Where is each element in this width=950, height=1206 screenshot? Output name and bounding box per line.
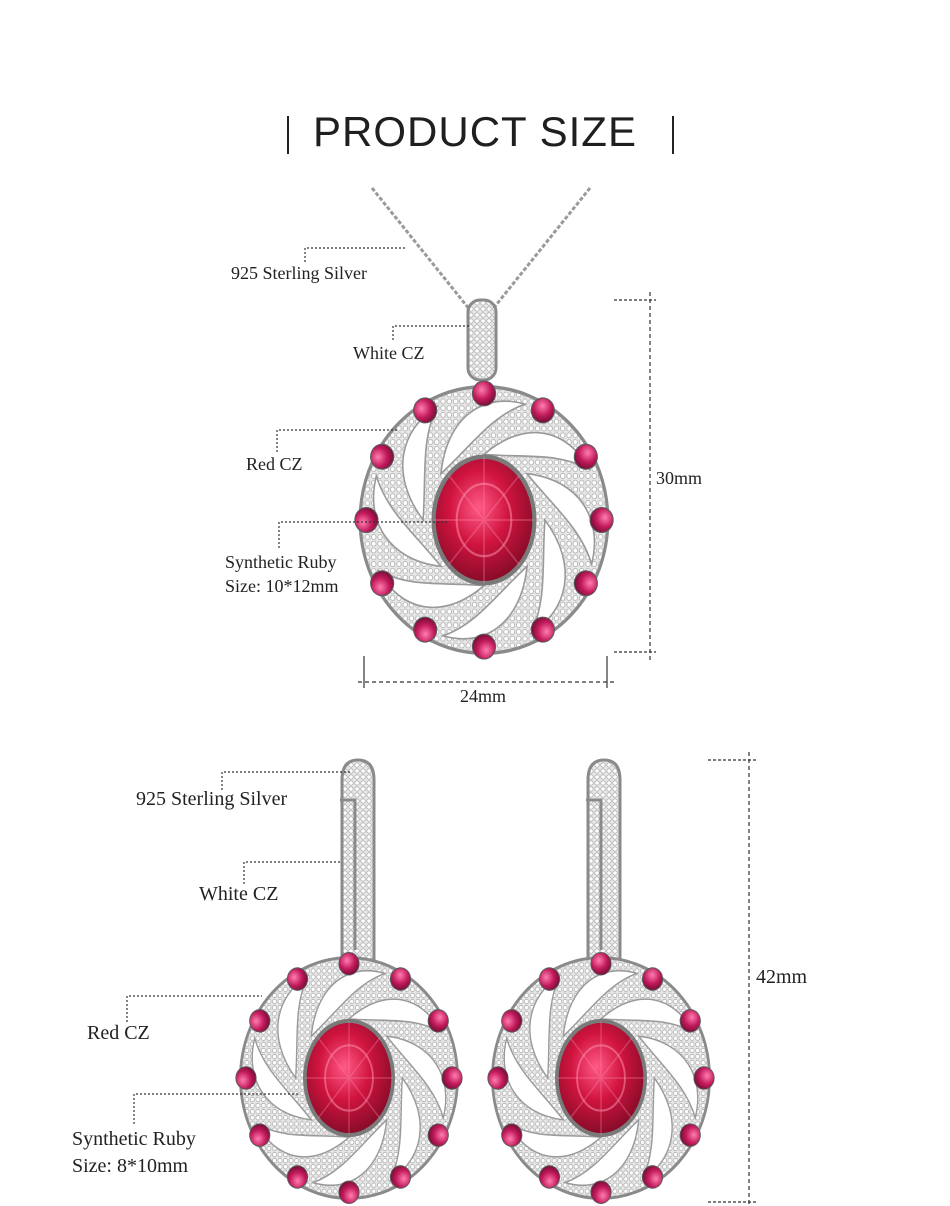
earring-red-cz-label: Red CZ — [87, 1022, 150, 1044]
earring-ruby-size: Size: 8*10mm — [72, 1155, 189, 1177]
pendant-red-cz-label: Red CZ — [246, 454, 303, 474]
pendant-width-label: 24mm — [460, 686, 507, 706]
earring-ruby-label: Synthetic Ruby Size: 8*10mm — [72, 1126, 196, 1180]
earring-ruby-name: Synthetic Ruby — [72, 1128, 196, 1150]
pendant-ruby-name: Synthetic Ruby — [225, 552, 337, 572]
pendant-silver-label: 925 Sterling Silver — [231, 263, 367, 283]
pendant-ruby-size: Size: 10*12mm — [225, 576, 339, 597]
page-title: PRODUCT SIZE — [313, 108, 637, 155]
earring-silver-label: 925 Sterling Silver — [136, 788, 288, 810]
title-left-bar — [287, 116, 289, 154]
pendant-white-cz-label: White CZ — [353, 343, 425, 363]
earring-white-cz-label: White CZ — [199, 883, 279, 905]
pendant-height-label: 30mm — [656, 468, 703, 488]
earring-height-label: 42mm — [756, 966, 808, 988]
pendant-ruby-label: Synthetic Ruby Size: 10*12mm — [225, 550, 339, 599]
title-right-bar — [672, 116, 674, 154]
